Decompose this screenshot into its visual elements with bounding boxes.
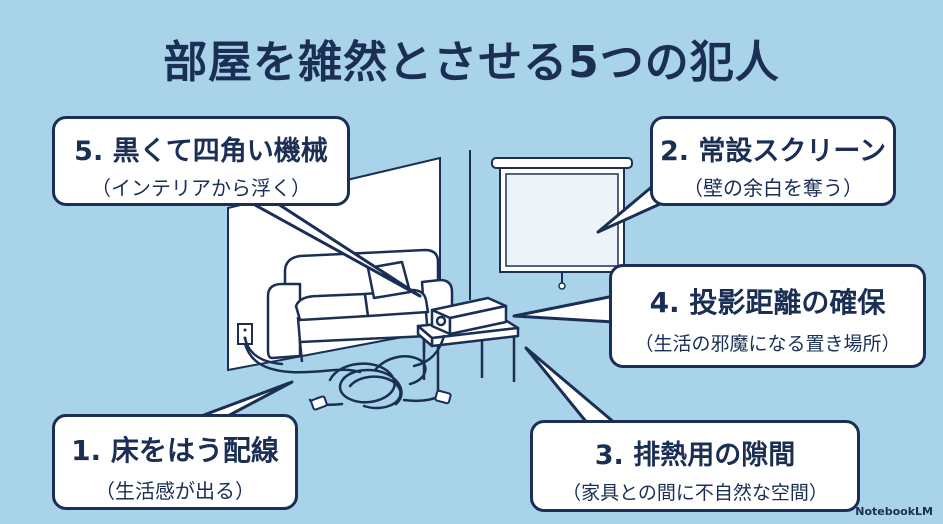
callout-subtext: （生活の邪魔になる置き場所） (634, 333, 901, 355)
callout-subtext: （生活感が出る） (95, 479, 255, 503)
callout-projection-distance: 4. 投影距離の確保 （生活の邪魔になる置き場所） (609, 264, 926, 368)
callout-pointer-1 (194, 380, 294, 420)
callout-subtext: （壁の余白を奪う） (683, 176, 863, 200)
callout-pointer-4 (512, 294, 616, 324)
callout-heading: 1. 床をはう配線 (71, 434, 279, 467)
callout-subtext: （インテリアから浮く） (91, 176, 311, 200)
callout-exhaust-gap: 3. 排熱用の隙間 （家具との間に不自然な空間） (530, 420, 860, 512)
callout-subtext: （家具との間に不自然な空間） (562, 482, 828, 504)
callout-heading: 5. 黒くて四角い機械 (74, 136, 328, 167)
callout-floor-wiring: 1. 床をはう配線 （生活感が出る） (52, 414, 298, 510)
watermark: NotebookLM (855, 505, 933, 518)
callout-black-box-machine: 5. 黒くて四角い機械 （インテリアから浮く） (52, 116, 350, 206)
projection-screen-icon (491, 157, 633, 290)
callout-heading: 3. 排熱用の隙間 (594, 440, 796, 471)
sofa-icon (266, 248, 454, 363)
projector-icon (430, 296, 508, 336)
callout-heading: 4. 投影距離の確保 (649, 286, 886, 319)
callout-heading: 2. 常設スクリーン (659, 136, 887, 167)
callout-permanent-screen: 2. 常設スクリーン （壁の余白を奪う） (650, 116, 896, 206)
plug-icon (310, 389, 452, 411)
page-title: 部屋を雑然とさせる5つの犯人 (163, 37, 780, 88)
callout-pointer-3 (524, 346, 618, 426)
